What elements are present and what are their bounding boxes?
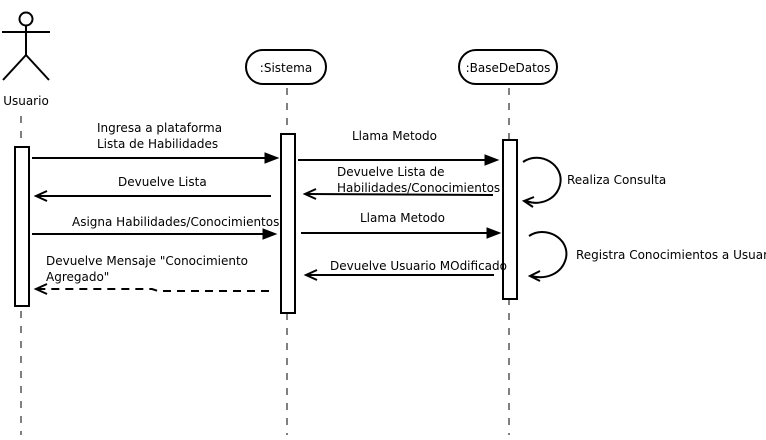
activation-sistema — [280, 133, 296, 314]
message-label-line2: Habilidades/Conocimientos — [337, 181, 500, 195]
participant-sistema-box — [245, 49, 327, 85]
message-line — [305, 193, 494, 196]
message-label-line2: Lista de Habilidades — [97, 137, 218, 151]
self-loop-curve — [528, 231, 568, 279]
actor-usuario[interactable]: Usuario — [2, 11, 50, 109]
arrowhead-open-icon — [302, 188, 317, 200]
arrowhead-open-icon — [303, 269, 318, 281]
arrowhead-open-icon — [33, 190, 48, 202]
message-devuelve-usuario-modificado[interactable]: Devuelve Usuario MOdificado — [303, 259, 507, 281]
self-message-registra-conocimientos[interactable]: Registra Conocimientos a Usuario — [527, 231, 766, 282]
message-llama-metodo-2[interactable]: Llama Metodo — [301, 211, 502, 239]
actor-left-leg — [2, 54, 27, 81]
message-asigna-habilidades[interactable]: Asigna Habilidades/Conocimientos — [32, 215, 279, 240]
self-message-label: Registra Conocimientos a Usuario — [576, 248, 766, 262]
message-label-line1: Devuelve Mensaje "Conocimiento — [46, 254, 248, 268]
arrowhead-open-icon — [33, 283, 48, 295]
arrowhead-open-icon — [527, 270, 541, 282]
message-label-line1: Devuelve Lista de — [337, 165, 445, 179]
self-message-realiza-consulta[interactable]: Realiza Consulta — [521, 156, 666, 208]
activation-basededatos — [502, 139, 518, 300]
actor-right-leg — [25, 54, 50, 81]
message-llama-metodo-1[interactable]: Llama Metodo — [298, 129, 500, 166]
arrowhead-filled-icon — [264, 152, 280, 164]
self-loop-curve — [522, 156, 562, 204]
arrowhead-filled-icon — [486, 227, 502, 239]
participant-basededatos-label: :BaseDeDatos — [466, 61, 551, 75]
message-label: Devuelve Lista — [118, 175, 207, 189]
message-line-dashed — [36, 288, 269, 292]
arrowhead-filled-icon — [484, 154, 500, 166]
self-message-label: Realiza Consulta — [567, 173, 666, 187]
message-label: Asigna Habilidades/Conocimientos — [72, 215, 279, 229]
message-devuelve-lista-habilidades[interactable]: Devuelve Lista de Habilidades/Conocimien… — [302, 165, 500, 200]
message-label-line1: Ingresa a plataforma — [97, 121, 222, 135]
participant-sistema-label: :Sistema — [260, 61, 312, 75]
actor-head — [18, 11, 34, 27]
actor-label: Usuario — [3, 94, 49, 108]
message-devuelve-lista[interactable]: Devuelve Lista — [33, 175, 271, 202]
message-label: Devuelve Usuario MOdificado — [330, 259, 507, 273]
activation-usuario — [14, 146, 30, 307]
message-label: Llama Metodo — [352, 129, 437, 143]
message-label-line2: Agregado" — [46, 270, 109, 284]
message-devuelve-mensaje[interactable]: Devuelve Mensaje "Conocimiento Agregado" — [33, 254, 269, 295]
message-label: Llama Metodo — [360, 211, 445, 225]
participant-basededatos[interactable]: :BaseDeDatos — [458, 49, 558, 85]
arrowhead-filled-icon — [262, 228, 278, 240]
participant-basededatos-box — [458, 49, 558, 85]
participant-sistema[interactable]: :Sistema — [245, 49, 327, 85]
arrowhead-open-icon — [521, 196, 535, 208]
message-ingresa-plataforma[interactable]: Ingresa a plataforma Lista de Habilidade… — [32, 121, 280, 164]
